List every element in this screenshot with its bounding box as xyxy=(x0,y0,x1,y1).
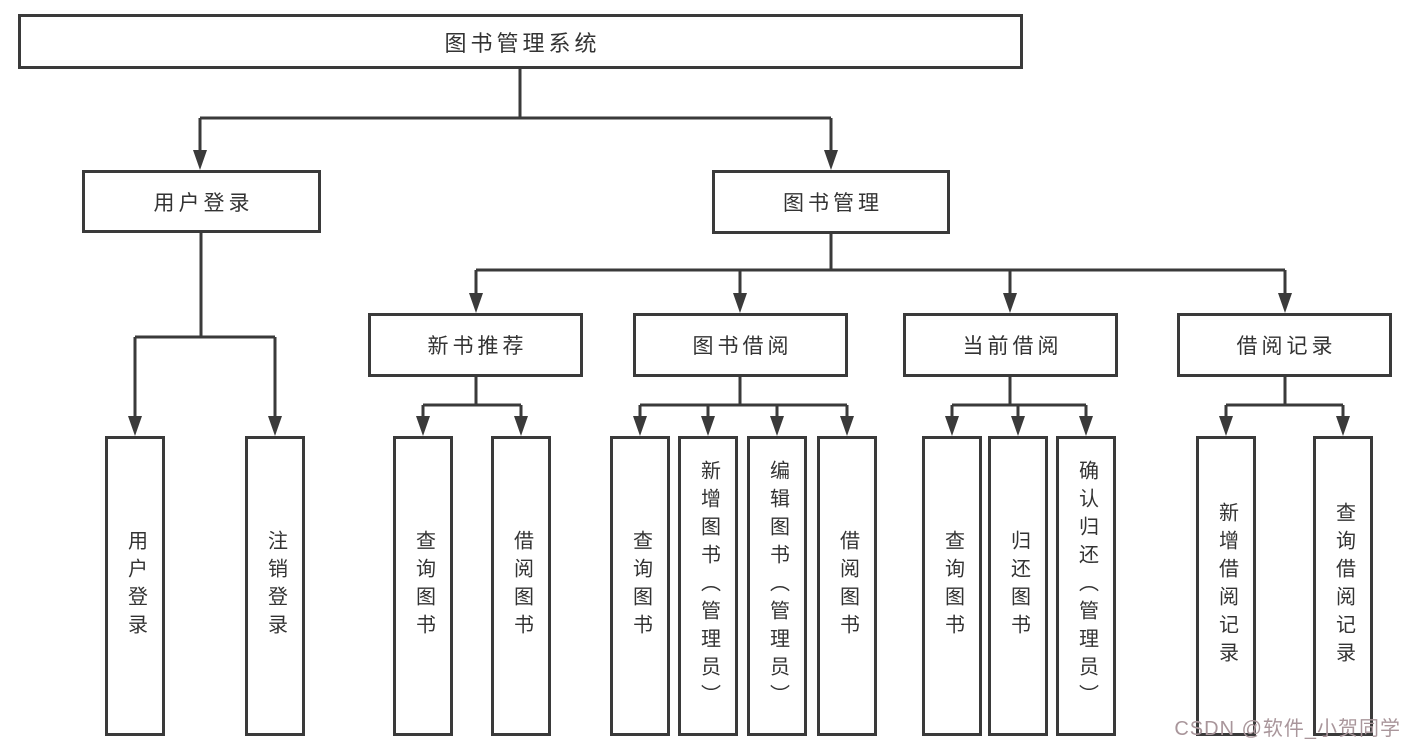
node-library-system: 图书管理系统 xyxy=(18,14,1023,69)
leaf-label: 编辑图书（管理员） xyxy=(766,460,789,712)
node-borrow-records: 借阅记录 xyxy=(1177,313,1392,377)
leaf-label: 借阅图书 xyxy=(836,530,859,642)
leaf-user-login: 用户登录 xyxy=(105,436,165,736)
leaf-label: 新增图书（管理员） xyxy=(697,460,720,712)
node-new-book-recommend: 新书推荐 xyxy=(368,313,583,377)
leaf-confirm-return-admin: 确认归还（管理员） xyxy=(1056,436,1116,736)
leaf-label: 查询图书 xyxy=(629,530,652,642)
leaf-query-books: 查询图书 xyxy=(610,436,670,736)
leaf-query-books: 查询图书 xyxy=(393,436,453,736)
leaf-label: 查询图书 xyxy=(412,530,435,642)
leaf-return-books: 归还图书 xyxy=(988,436,1048,736)
connector-lines xyxy=(133,69,1345,424)
leaf-label: 归还图书 xyxy=(1007,530,1030,642)
node-book-borrow: 图书借阅 xyxy=(633,313,848,377)
leaf-borrow-books: 借阅图书 xyxy=(491,436,551,736)
leaf-label: 借阅图书 xyxy=(510,530,533,642)
leaf-label: 确认归还（管理员） xyxy=(1075,460,1098,712)
arrowhead-icons xyxy=(128,150,1350,436)
leaf-borrow-books: 借阅图书 xyxy=(817,436,877,736)
leaf-edit-books-admin: 编辑图书（管理员） xyxy=(747,436,807,736)
leaf-add-borrow-record: 新增借阅记录 xyxy=(1196,436,1256,736)
node-user-login: 用户登录 xyxy=(82,170,321,233)
leaf-label: 查询图书 xyxy=(941,530,964,642)
node-book-management: 图书管理 xyxy=(712,170,950,234)
leaf-query-borrow-record: 查询借阅记录 xyxy=(1313,436,1373,736)
leaf-logout-login: 注销登录 xyxy=(245,436,305,736)
leaf-query-books: 查询图书 xyxy=(922,436,982,736)
leaf-label: 新增借阅记录 xyxy=(1215,502,1238,670)
leaf-label: 注销登录 xyxy=(264,530,287,642)
leaf-label: 用户登录 xyxy=(124,530,147,642)
node-current-borrow: 当前借阅 xyxy=(903,313,1118,377)
csdn-watermark: CSDN @软件_小贺同学 xyxy=(1174,718,1401,740)
leaf-label: 查询借阅记录 xyxy=(1332,502,1355,670)
leaf-add-books-admin: 新增图书（管理员） xyxy=(678,436,738,736)
